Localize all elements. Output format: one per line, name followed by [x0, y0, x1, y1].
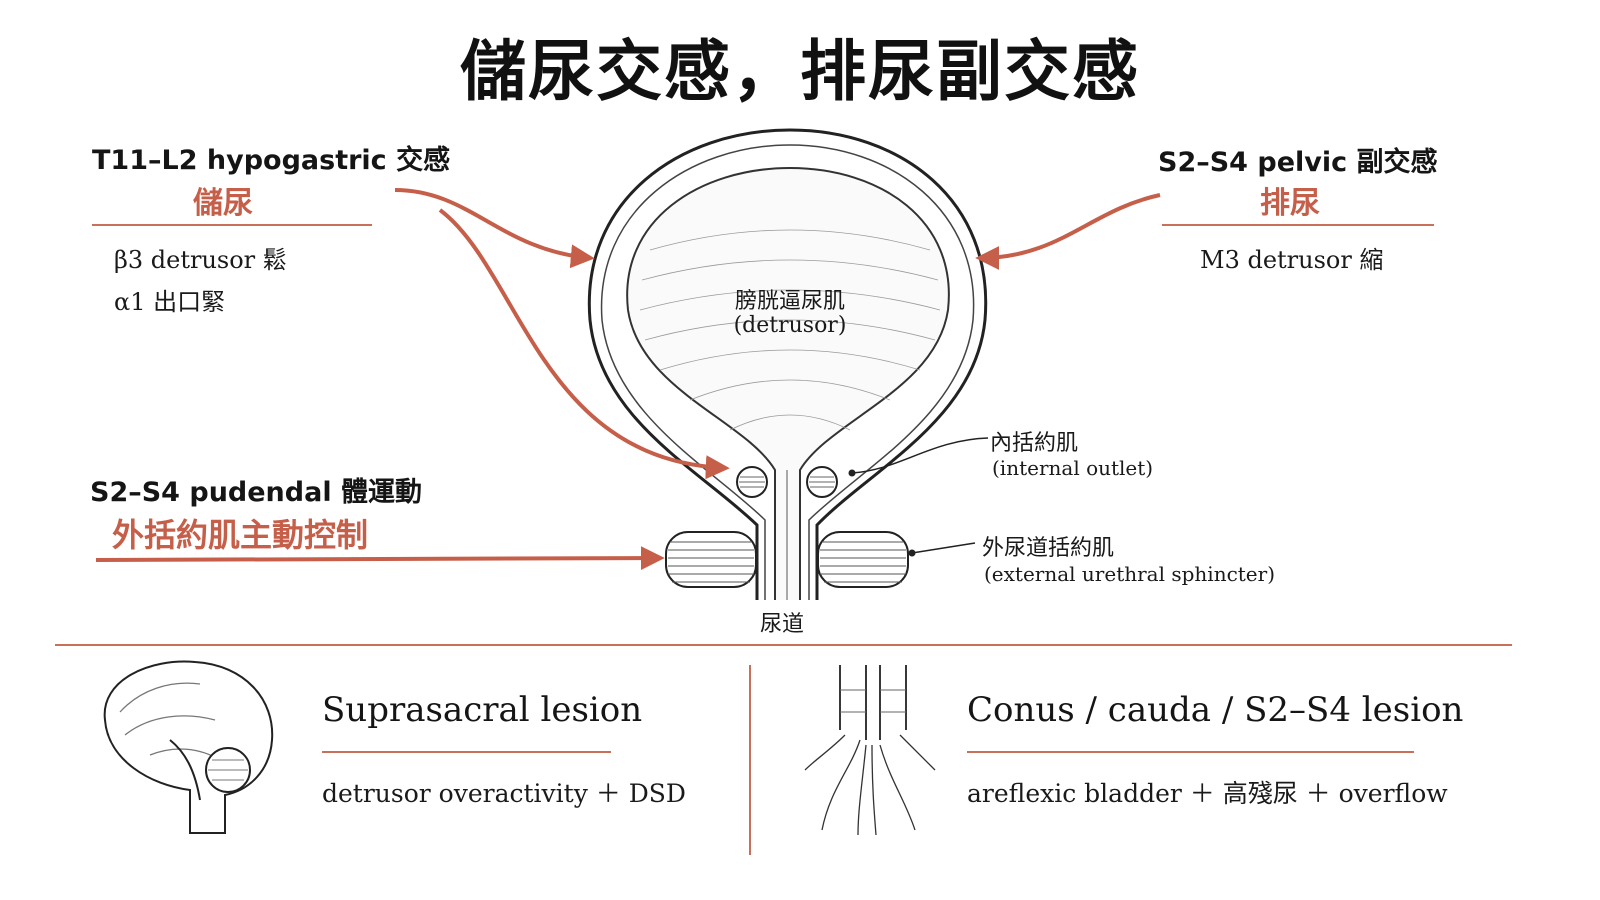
external-sphincter-label: 外尿道括約肌	[982, 536, 1115, 561]
detrusor-texture	[639, 229, 941, 431]
parasympathetic-nerve-label: S2–S4 pelvic 副交感	[1158, 147, 1438, 178]
internal-sphincter-en-label: (internal outlet)	[992, 456, 1154, 480]
detrusor-label: 膀胱逼尿肌	[734, 289, 845, 314]
internal-sphincter-right	[806, 466, 838, 498]
spinal-cord-icon	[804, 665, 936, 836]
parasympathetic-arrow	[975, 193, 1161, 270]
alpha1-effect: α1 出口緊	[114, 288, 226, 316]
internal-sphincter-label: 內括約肌	[990, 431, 1079, 456]
beta3-effect: β3 detrusor 鬆	[114, 246, 287, 274]
m3-effect: M3 detrusor 縮	[1200, 246, 1384, 274]
sympathetic-arrow-to-internal	[438, 208, 730, 480]
internal-sphincter-left	[736, 466, 768, 498]
external-sphincter-leader	[911, 542, 976, 554]
voiding-label: 排尿	[1260, 186, 1320, 221]
pudendal-arrow	[95, 546, 665, 571]
page-title: 儲尿交感，排尿副交感	[460, 32, 1140, 110]
divider	[1162, 224, 1434, 226]
detrusor-en-label: (detrusor)	[733, 313, 847, 338]
divider	[92, 224, 372, 226]
storage-label: 儲尿	[193, 186, 253, 221]
sympathetic-arrow-to-bladder	[394, 188, 595, 269]
bladder-lumen	[626, 166, 950, 600]
bladder-middle-wall	[600, 144, 975, 600]
internal-sphincter-leader	[851, 437, 989, 474]
bladder-outer-wall	[587, 128, 988, 600]
urethra-label: 尿道	[759, 612, 804, 637]
external-sphincter-control-label: 外括約肌主動控制	[112, 516, 369, 554]
external-sphincter-left	[665, 531, 757, 588]
pudendal-nerve-label: S2–S4 pudendal 體運動	[90, 477, 422, 508]
brain-icon	[103, 660, 274, 834]
sympathetic-nerve-label: T11–L2 hypogastric 交感	[92, 145, 451, 176]
conus-lesion-title: Conus / cauda / S2–S4 lesion	[967, 690, 1464, 730]
suprasacral-lesion-desc: detrusor overactivity ＋ DSD	[322, 779, 686, 808]
external-sphincter-right	[817, 531, 909, 588]
external-sphincter-en-label: (external urethral sphincter)	[984, 562, 1276, 586]
suprasacral-lesion-title: Suprasacral lesion	[322, 690, 643, 730]
conus-lesion-desc: areflexic bladder ＋ 高殘尿 ＋ overflow	[967, 779, 1448, 808]
